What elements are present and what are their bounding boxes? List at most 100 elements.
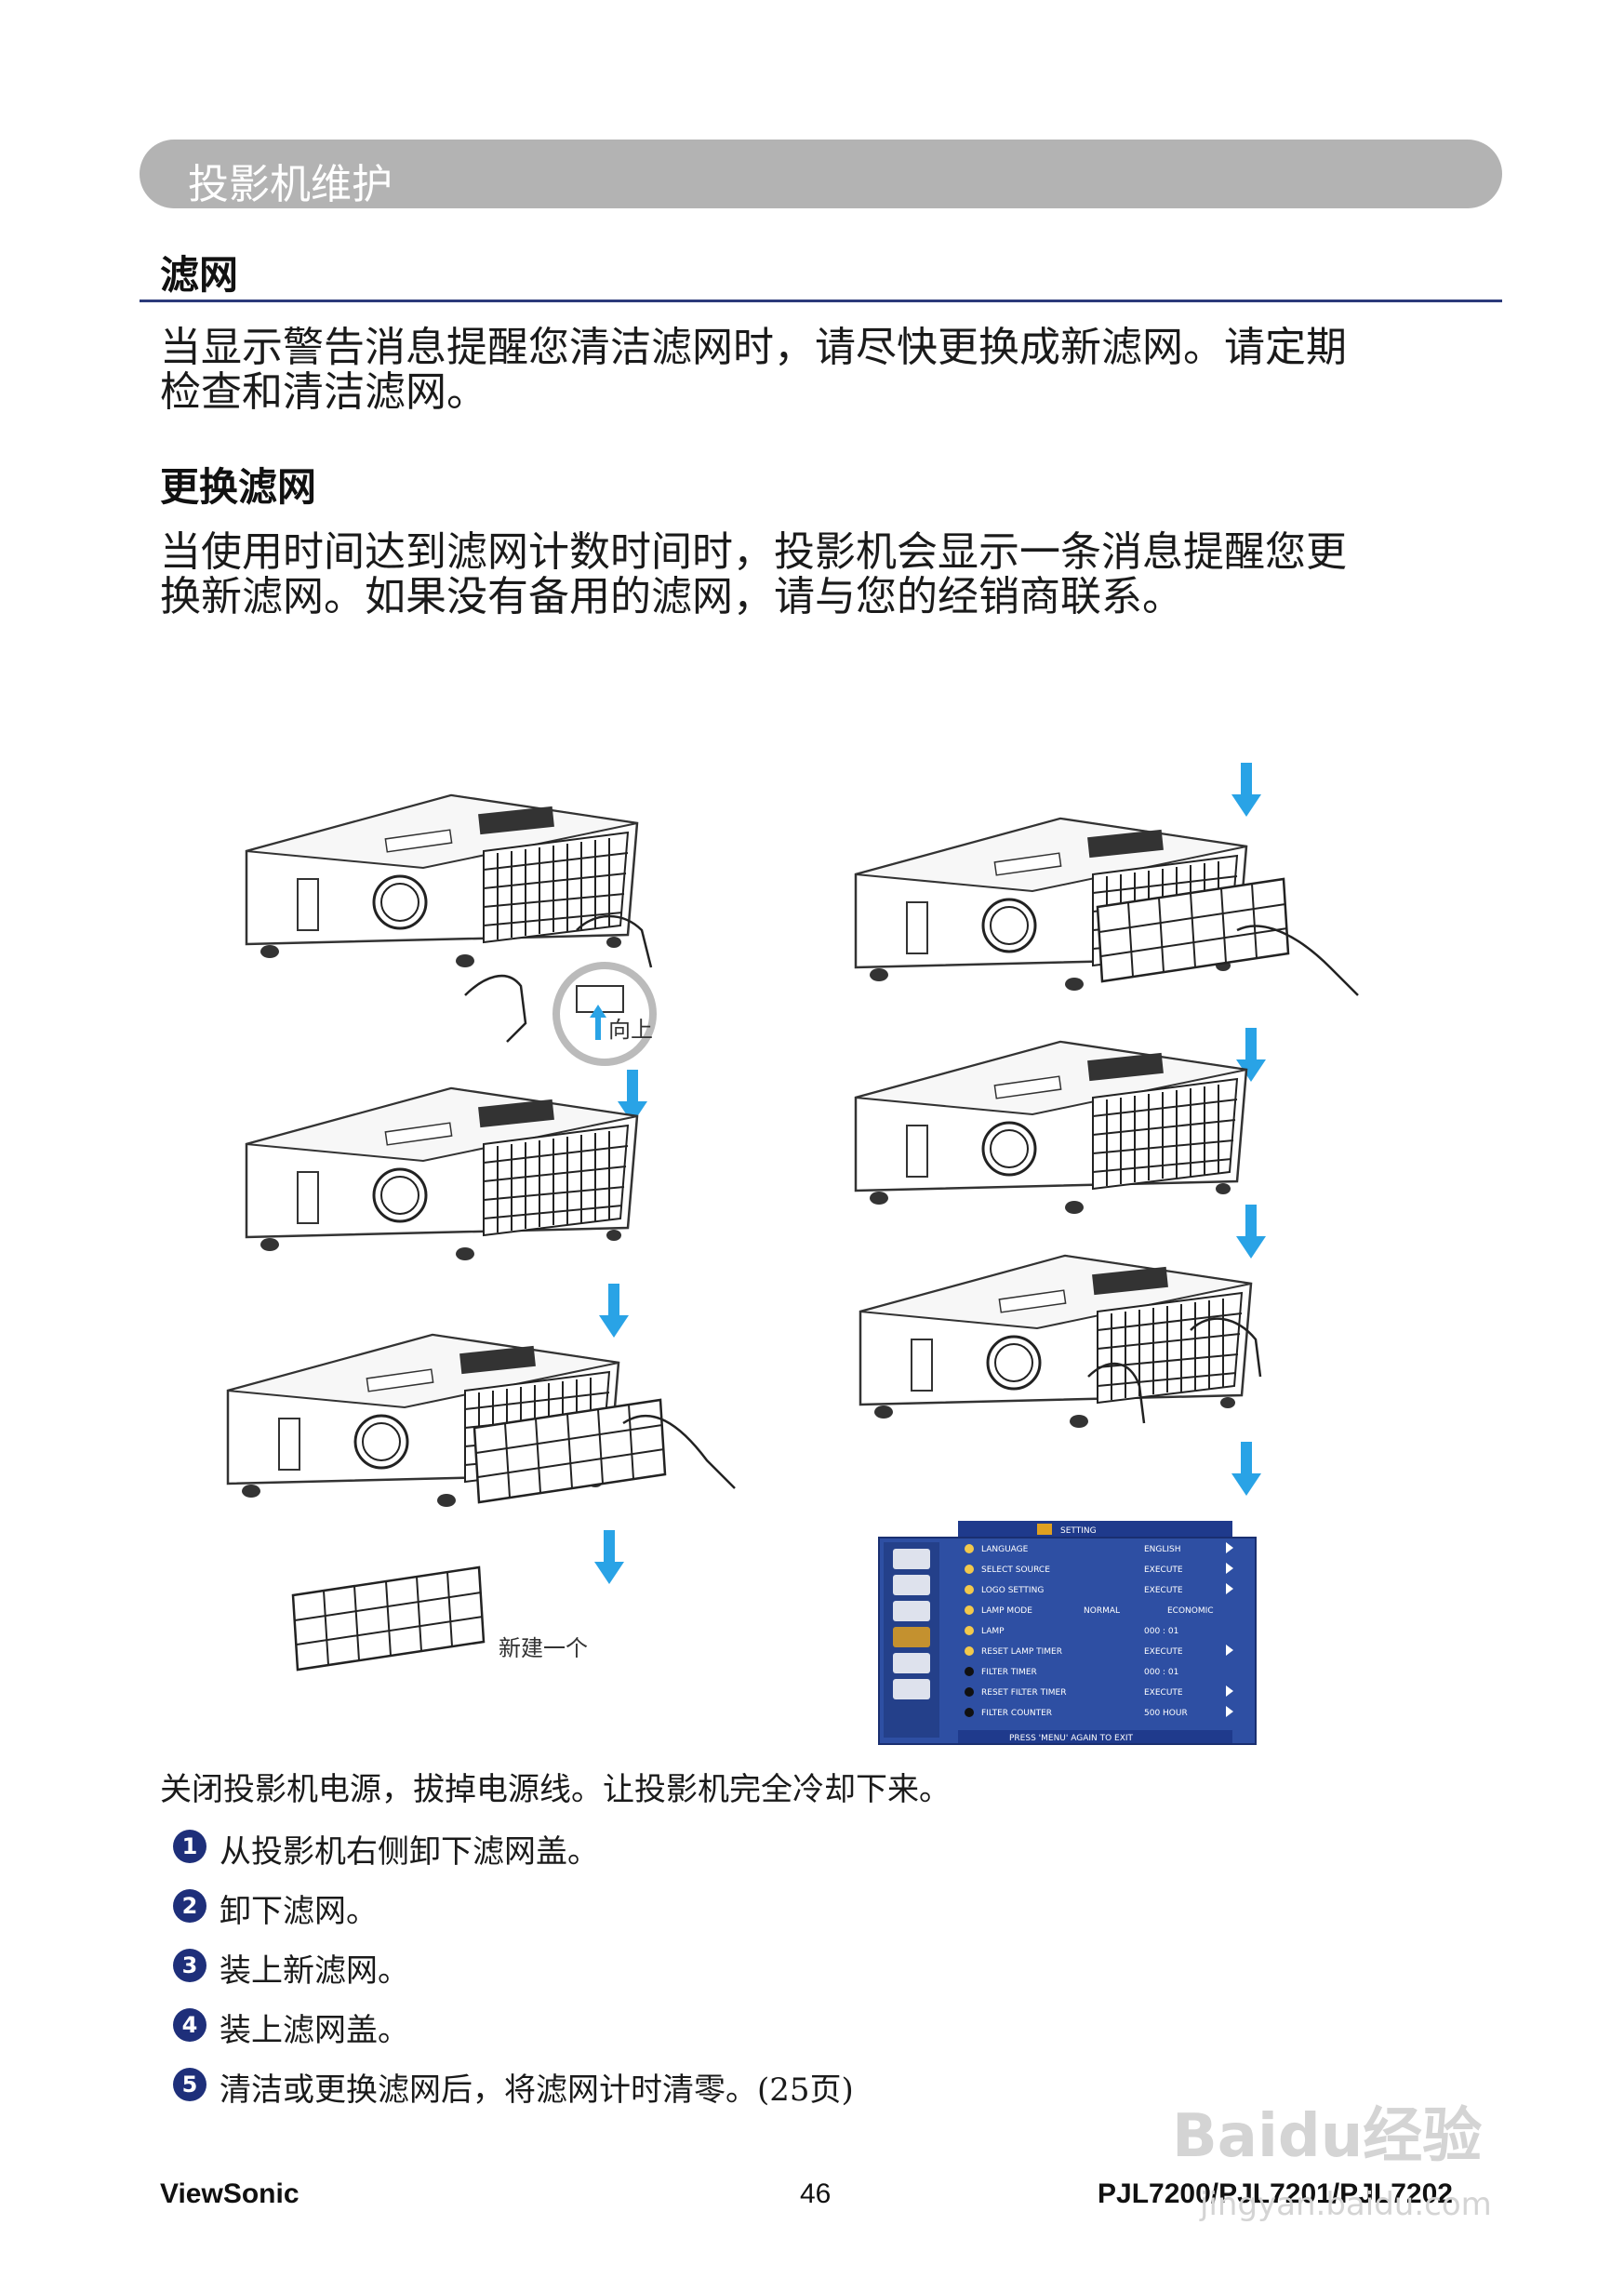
osd-row-icon (965, 1687, 974, 1697)
watermark-url: jingyan.baidu.com (1200, 2186, 1492, 2223)
osd-input-icon (893, 1653, 930, 1673)
replace-text-line-1: 当使用时间达到滤网计数时间时，投影机会显示一条消息提醒您更 (160, 528, 1347, 576)
hand-right-6 (1190, 1317, 1262, 1378)
filter-intro: 当显示警告消息提醒您清洁滤网时，请尽快更换成新滤网。请定期 检查和清洁滤网。 (160, 326, 1481, 415)
step-item: 3 装上新滤网。 (160, 1947, 1369, 1990)
osd-row-icon (965, 1585, 974, 1594)
heading-rule (140, 300, 1502, 302)
osd-row-label: FILTER TIMER (981, 1668, 1037, 1677)
osd-setting-icon (1037, 1524, 1052, 1535)
osd-row-label: SELECT SOURCE (981, 1565, 1050, 1575)
section-header-bar: 投影机维护 (140, 140, 1502, 208)
osd-sound-icon (893, 1575, 930, 1595)
osd-row-label: RESET FILTER TIMER (981, 1688, 1066, 1698)
callout-up-arrowhead-icon (590, 1005, 606, 1018)
osd-row-value: 500 HOUR (1144, 1709, 1188, 1718)
filter-intro-line-1: 当显示警告消息提醒您清洁滤网时，请尽快更换成新滤网。请定期 (160, 324, 1347, 371)
osd-footer: PRESS 'MENU' AGAIN TO EXIT (1009, 1734, 1134, 1743)
osd-row-value: EXECUTE (1144, 1688, 1183, 1698)
osd-chevron-right-icon (1226, 1542, 1233, 1553)
osd-row-label: RESET LAMP TIMER (981, 1647, 1062, 1657)
osd-row-icon (965, 1646, 974, 1656)
steps-lead: 关闭投影机电源，拔掉电源线。让投影机完全冷却下来。 (160, 1771, 951, 1808)
replace-filter-heading: 更换滤网 (160, 464, 317, 510)
arrow-down-icon (1231, 1442, 1261, 1496)
osd-chevron-right-icon (1226, 1706, 1233, 1717)
callout-up-arrow-icon (595, 1014, 601, 1040)
osd-row-icon (965, 1544, 974, 1553)
osd-row-icon (965, 1626, 974, 1635)
step-number-badge: 3 (173, 1949, 206, 1982)
step-text: 从投影机右侧卸下滤网盖。 (220, 1833, 599, 1871)
callout-new-label: 新建一个 (499, 1635, 588, 1661)
step-item: 4 装上滤网盖。 (160, 2006, 1369, 2049)
osd-title-bar (958, 1521, 1232, 1538)
footer-models: PJL7200/PJL7201/PJL7202 (1098, 2178, 1453, 2209)
osd-setting-menu: SETTING LANGUAGE ENGLISH SELECT SOURCE EXEC… (878, 1521, 1257, 1745)
osd-row-label: LOGO SETTING (981, 1586, 1044, 1595)
filter-heading: 滤网 (160, 252, 239, 298)
osd-row-value: EXECUTE (1144, 1647, 1183, 1657)
osd-row-label: LAMP (981, 1627, 1005, 1636)
step-text: 装上新滤网。 (220, 1952, 409, 1990)
step-1-projector (245, 793, 639, 969)
replace-filter-text: 当使用时间达到滤网计数时间时，投影机会显示一条消息提醒您更 换新滤网。如果没有备… (160, 530, 1481, 619)
new-filter (291, 1565, 486, 1672)
osd-row-value: NORMAL (1084, 1606, 1120, 1616)
osd-chevron-right-icon (1226, 1685, 1233, 1697)
osd-chevron-right-icon (1226, 1563, 1233, 1574)
osd-row-value: 000 : 01 (1144, 1668, 1178, 1677)
osd-body (878, 1537, 1257, 1745)
osd-setting-tab-icon (893, 1627, 930, 1647)
hand-inserting-filter (1236, 925, 1359, 996)
replace-text-line-2: 换新滤网。如果没有备用的滤网，请与您的经销商联系。 (160, 573, 1183, 620)
callout-up-label: 向上 (608, 1017, 653, 1043)
osd-chevron-right-icon (1226, 1645, 1233, 1656)
osd-footer-bar (958, 1730, 1232, 1743)
arrow-down-icon (594, 1530, 624, 1584)
osd-row-icon (965, 1605, 974, 1615)
filter-replacement-illustration: 向上 新建一个 SETTING LANGUAGE ENGLISH SELECT SO… (226, 763, 1359, 1745)
osd-picture-icon (893, 1549, 930, 1569)
osd-row-value: ENGLISH (1144, 1545, 1181, 1554)
osd-row-label: FILTER COUNTER (981, 1709, 1052, 1718)
osd-row-value: EXECUTE (1144, 1565, 1183, 1575)
osd-row-icon (965, 1667, 974, 1676)
step-number-badge: 4 (173, 2008, 206, 2042)
osd-image-icon (893, 1601, 930, 1621)
hand-pulling-filter (622, 1414, 736, 1489)
step-number-badge: 2 (173, 1889, 206, 1923)
hand-left-1 (464, 975, 527, 1043)
filter-intro-line-2: 检查和清洁滤网。 (160, 368, 487, 416)
footer-page-number: 46 (800, 2178, 832, 2209)
osd-row-value: EXECUTE (1144, 1586, 1183, 1595)
footer-brand: ViewSonic (160, 2178, 300, 2209)
osd-row-icon (965, 1565, 974, 1574)
hand-left-6 (1087, 1362, 1146, 1424)
arrow-down-icon (1231, 763, 1261, 817)
step-number-badge: 5 (173, 2068, 206, 2101)
osd-chevron-right-icon (1226, 1583, 1233, 1594)
arrow-down-icon (599, 1284, 629, 1338)
step-item: 1 从投影机右侧卸下滤网盖。 (160, 1828, 1369, 1871)
osd-row-value-2: ECONOMIC (1167, 1606, 1214, 1616)
step-item: 5 清洁或更换滤网后，将滤网计时清零。(25页) (160, 2066, 1369, 2109)
section-title: 投影机维护 (188, 161, 393, 208)
osd-row-value: 000 : 01 (1144, 1627, 1178, 1636)
step-number-badge: 1 (173, 1830, 206, 1863)
callout-circle (552, 962, 657, 1066)
step-text: 卸下滤网。 (220, 1893, 378, 1930)
step-text: 清洁或更换滤网后，将滤网计时清零。(25页) (220, 2072, 854, 2109)
step-5-projector (854, 1040, 1248, 1216)
step-6-projector (859, 1254, 1253, 1430)
hand-right-1 (576, 914, 653, 968)
osd-row-label: LANGUAGE (981, 1545, 1029, 1554)
step-item: 2 卸下滤网。 (160, 1887, 1369, 1930)
osd-row-label: LAMP MODE (981, 1606, 1032, 1616)
step-2-projector (245, 1086, 639, 1262)
step-text: 装上滤网盖。 (220, 2012, 409, 2049)
osd-tools-icon (893, 1679, 930, 1699)
osd-title: SETTING (1060, 1526, 1097, 1536)
watermark-logo: Baidu经验 (1172, 2102, 1483, 2171)
osd-row-icon (965, 1708, 974, 1717)
